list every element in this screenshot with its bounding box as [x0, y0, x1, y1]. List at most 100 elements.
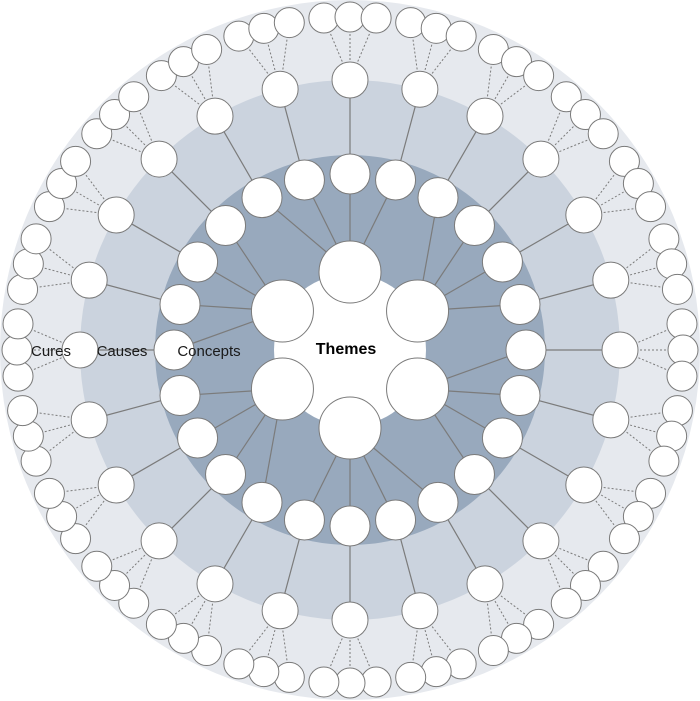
concept-node — [159, 283, 201, 325]
ring-label-causes: Causes — [97, 343, 148, 360]
cure-node — [12, 420, 44, 452]
cure-node — [550, 587, 582, 619]
concept-node — [205, 205, 247, 247]
cure-node — [308, 666, 340, 698]
cure-node — [248, 12, 280, 44]
cause-node — [592, 261, 630, 299]
cure-node — [501, 46, 532, 78]
cause-node — [401, 70, 439, 108]
ring-label-cures: Cures — [31, 343, 71, 360]
cure-node — [661, 395, 693, 427]
cure-node — [223, 648, 255, 680]
cure-node — [661, 273, 693, 305]
cure-node — [550, 81, 582, 113]
cause-node — [261, 70, 299, 108]
concept-node — [283, 499, 325, 541]
concept-node — [499, 375, 541, 417]
concept-node — [241, 481, 283, 523]
concept-node — [159, 375, 201, 417]
concept-node — [375, 499, 417, 541]
cure-node — [648, 445, 680, 477]
cure-node — [608, 145, 640, 177]
cure-node — [656, 248, 688, 280]
center-label: Themes — [316, 341, 377, 358]
cure-node — [587, 550, 619, 582]
cure-node — [81, 118, 113, 150]
concept-node — [453, 205, 495, 247]
cause-node — [601, 331, 639, 369]
cure-node — [145, 608, 177, 640]
theme-node — [250, 357, 314, 421]
cure-node — [477, 635, 509, 667]
cause-node — [565, 466, 603, 504]
concept-node — [375, 159, 417, 201]
cure-node — [523, 60, 555, 92]
cure-node — [420, 656, 452, 688]
concept-node — [177, 417, 219, 459]
concept-node — [283, 159, 325, 201]
cure-node — [2, 308, 34, 340]
cure-node — [569, 569, 601, 601]
cure-node — [273, 661, 305, 693]
concept-node — [481, 417, 523, 459]
cure-node — [666, 308, 698, 340]
cause-node — [140, 140, 178, 178]
cause-node — [331, 61, 369, 99]
cure-node — [7, 395, 39, 427]
cure-node — [191, 33, 223, 65]
cure-node — [273, 7, 305, 39]
ring-label-concepts: Concepts — [177, 343, 240, 360]
cure-node — [81, 550, 113, 582]
cure-node — [1, 334, 33, 366]
cure-node — [2, 360, 34, 392]
cure-node — [608, 523, 640, 555]
cure-node — [667, 334, 699, 366]
cure-node — [569, 99, 601, 131]
cause-node — [196, 565, 234, 603]
cure-node — [334, 1, 366, 33]
cure-node — [308, 2, 340, 34]
cure-node — [622, 501, 654, 532]
cure-node — [360, 2, 392, 34]
cause-node — [466, 97, 504, 135]
concept-node — [417, 177, 459, 219]
cure-node — [666, 360, 698, 392]
cure-node — [395, 7, 427, 39]
cause-node — [196, 97, 234, 135]
concept-node — [177, 241, 219, 283]
cause-node — [70, 261, 108, 299]
concept-node — [453, 453, 495, 495]
theme-node — [318, 240, 382, 304]
cause-node — [401, 592, 439, 630]
cure-node — [360, 666, 392, 698]
cause-node — [261, 592, 299, 630]
theme-node — [318, 396, 382, 460]
cure-node — [99, 569, 131, 601]
cause-node — [592, 401, 630, 439]
cause-node — [61, 331, 99, 369]
concept-node — [205, 453, 247, 495]
concept-node — [505, 329, 547, 371]
cure-node — [168, 622, 199, 654]
cure-node — [99, 99, 131, 131]
cause-node — [97, 196, 135, 234]
concept-node — [241, 177, 283, 219]
concept-node — [153, 329, 195, 371]
concept-node — [417, 481, 459, 523]
theme-node — [386, 279, 450, 343]
theme-node — [386, 357, 450, 421]
cure-node — [523, 608, 555, 640]
cause-node — [522, 140, 560, 178]
cause-node — [565, 196, 603, 234]
cure-node — [20, 223, 52, 255]
concept-node — [499, 283, 541, 325]
cure-node — [60, 145, 92, 177]
cure-node — [395, 661, 427, 693]
cure-node — [334, 667, 366, 699]
cause-node — [140, 522, 178, 560]
cause-node — [522, 522, 560, 560]
cure-node — [635, 191, 667, 223]
cure-node — [145, 60, 177, 92]
